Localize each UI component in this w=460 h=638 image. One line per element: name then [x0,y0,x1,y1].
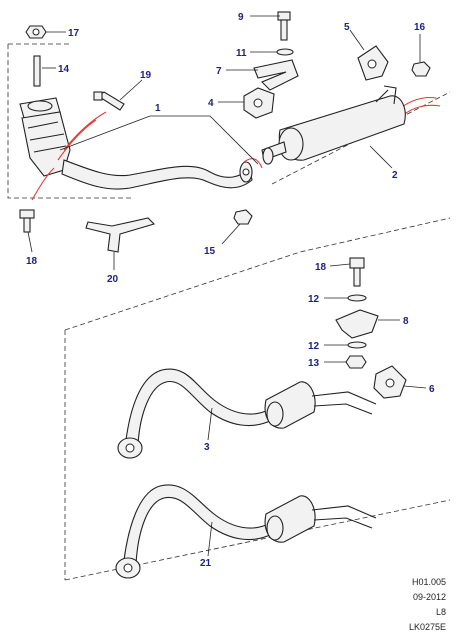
reference-date: 09-2012 [412,592,446,602]
drawing-number: LK0275E [408,622,446,632]
silencer-bracket [375,89,389,103]
callout-19: 19 [140,70,152,81]
bolt-18-bottom [349,257,365,269]
nut-13 [345,355,367,369]
callout-18-bottom: 18 [315,262,327,273]
callout-6: 6 [429,384,435,395]
silencer-flange [262,147,274,165]
callout-1: 1 [155,103,161,114]
callout-16: 16 [414,22,426,33]
callout-12-bottom: 12 [308,341,320,352]
bracket-7 [253,59,299,91]
callout-21: 21 [200,558,212,569]
bracket-8 [335,309,379,339]
silencer-tailpipe [383,85,397,105]
callout-14: 14 [58,64,70,75]
front-pipe [61,159,253,190]
callout-18-top: 18 [26,256,38,267]
converter-shield [27,121,67,153]
leader-lines [27,15,427,557]
callout-labels: 17 14 19 1 9 11 7 4 5 16 2 18 20 15 18 1… [26,12,435,569]
callout-5: 5 [344,22,350,33]
callout-2: 2 [392,170,398,181]
top-hardware [19,11,431,253]
callout-11: 11 [236,48,247,59]
flange-hole [242,168,250,176]
reference-variant: L8 [435,607,446,617]
bolt-18-top [19,209,35,219]
mount-stud [33,55,41,87]
bottom-hardware [335,257,407,399]
washer-11 [276,48,294,56]
nut-15 [233,209,253,225]
callout-17: 17 [68,28,80,39]
washer-12-bottom [347,341,367,349]
callout-15: 15 [204,246,216,257]
reference-code: H01.005 [411,577,446,587]
callout-13: 13 [308,358,320,369]
callout-3: 3 [204,442,210,453]
nut-16 [411,61,431,77]
callout-12-top: 12 [308,294,320,305]
bracket-20 [85,217,156,253]
callout-7: 7 [216,66,222,77]
intermediate-pipe-21 [115,484,377,579]
callout-8: 8 [403,316,409,327]
callout-4: 4 [208,98,214,109]
rear-silencer [261,85,406,165]
callout-20: 20 [107,274,119,285]
intermediate-pipe-3 [117,368,377,459]
converter-gasket [27,100,53,112]
callout-9: 9 [238,12,244,23]
washer-12-top [347,294,367,302]
